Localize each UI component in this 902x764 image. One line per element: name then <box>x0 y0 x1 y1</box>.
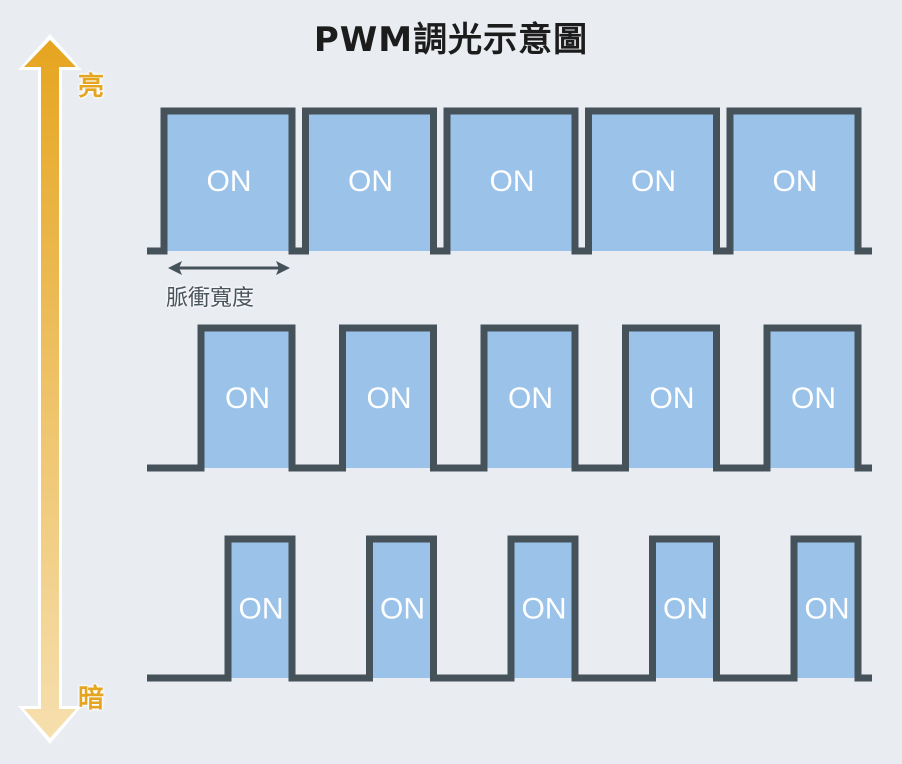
pulse-on-fill <box>369 539 434 678</box>
pulse-on-label: ON <box>225 382 270 415</box>
pulse-on-fill <box>201 328 292 468</box>
pulse-on-label: ON <box>239 592 284 625</box>
pulse-width-arrow-icon <box>168 261 290 275</box>
pulse-on-label: ON <box>791 382 836 415</box>
pulse-on-label: ON <box>490 165 535 198</box>
brightness-arrow-icon <box>18 34 82 744</box>
pulse-on-label: ON <box>805 592 850 625</box>
pulse-on-label: ON <box>380 592 425 625</box>
pulse-on-fill <box>511 539 575 678</box>
pulse-on-fill <box>794 539 858 678</box>
pwm-waveform-line <box>147 107 872 255</box>
dark-label: 暗 <box>78 684 105 714</box>
pulse-on-label: ON <box>207 165 252 198</box>
pwm-row-dim: ON ON ON ON ON <box>147 535 872 682</box>
pulse-on-fill <box>447 111 575 251</box>
pulse-on-label: ON <box>508 382 553 415</box>
pulse-on-label: ON <box>663 592 708 625</box>
pwm-waveform-line <box>147 324 872 472</box>
pulse-on-fill <box>305 111 434 251</box>
pulse-on-label: ON <box>367 382 412 415</box>
pulse-width-label: 脈衝寬度 <box>166 286 255 311</box>
pulse-on-fill <box>164 111 292 251</box>
pulse-on-label: ON <box>650 382 695 415</box>
pulse-on-fill <box>652 539 717 678</box>
pulse-on-label: ON <box>522 592 567 625</box>
pulse-on-label: ON <box>631 165 676 198</box>
pulse-on-label: ON <box>773 165 818 198</box>
pulse-on-fill <box>588 111 717 251</box>
pulse-on-fill <box>228 539 292 678</box>
pwm-waveform-line <box>147 535 872 682</box>
pulse-on-fill <box>342 328 434 468</box>
pulse-on-fill <box>625 328 717 468</box>
pulse-on-label: ON <box>348 165 393 198</box>
pwm-row-medium: ON ON ON ON ON <box>147 324 872 472</box>
pulse-on-fill <box>484 328 575 468</box>
pwm-row-bright: ON ON ON ON ON <box>147 107 872 255</box>
page-title: PWM調光示意圖 <box>313 20 589 60</box>
bright-label: 亮 <box>78 72 105 102</box>
pulse-on-fill <box>730 111 858 251</box>
pulse-on-fill <box>767 328 858 468</box>
